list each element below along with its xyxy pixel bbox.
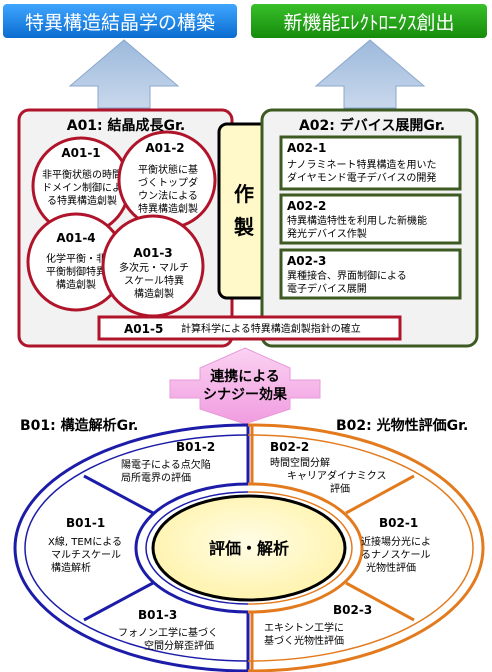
up-arrow-right-icon <box>314 39 426 109</box>
a01-1-line: る特異構造創製 <box>47 194 117 207</box>
a01-4-line: 化学平衡・非 <box>46 252 106 265</box>
b01-3-line: 空間分解歪評価 <box>144 639 214 652</box>
fabrication-char: 作 <box>234 182 254 206</box>
a01-1-line: ドメイン制御によ <box>42 181 122 194</box>
a02-2-line: 特異構造特性を利用した新機能 <box>287 214 427 227</box>
banner-left-text: 特異構造結晶学の構築 <box>25 12 215 34</box>
b01-1-line: 構造解析 <box>51 561 91 574</box>
synergy-line: 連携による <box>210 368 280 385</box>
a02-1-id: A02-1 <box>287 141 326 155</box>
b01-ring <box>13 423 248 672</box>
b01-3-line: フォノン工学に基づく <box>118 626 218 639</box>
b02-2-line: 時間空間分解 <box>270 456 330 469</box>
a01-4-line: 構造創製 <box>56 278 96 291</box>
a01-5-bar: A01-5 計算科学による特異構造創製指針の確立 <box>97 315 402 341</box>
a01-4-id: A01-4 <box>56 231 95 245</box>
b01-1-id: B01-1 <box>66 516 105 530</box>
center-label: 評価・解析 <box>209 539 289 558</box>
b01-1-line: X線, TEMによる <box>48 535 122 548</box>
b01-2-id: B01-2 <box>176 440 215 454</box>
a01-5-id: A01-5 <box>124 322 163 336</box>
fabrication-char: 製 <box>234 215 254 239</box>
a02-1-box: A02-1 ナノラミネート特異構造を用いた ダイヤモンド電子デバイスの開発 <box>279 135 462 191</box>
b02-1-line: るナノスケール <box>361 549 431 561</box>
a01-2-line: づくトップダ <box>138 176 198 189</box>
a02-group: A02: デバイス展開Gr. A02-1 ナノラミネート特異構造を用いた ダイヤ… <box>260 108 479 348</box>
b02-title: B02: 光物性評価Gr. <box>336 417 468 434</box>
a02-1-line: ナノラミネート特異構造を用いた <box>287 158 437 171</box>
a01-1-id: A01-1 <box>61 146 100 160</box>
a01-2-line: ウン法による <box>138 189 198 202</box>
a02-2-line: 発光デバイス作製 <box>287 227 367 240</box>
a01-2-id: A01-2 <box>145 141 184 155</box>
b01-2-segment: B01-2 陽電子による点欠陥 局所電界の評価 <box>121 440 215 484</box>
a01-3-line: スケール特異 <box>124 275 184 287</box>
double-arrow-icon <box>169 347 321 425</box>
center-evaluation: 評価・解析 <box>151 494 347 602</box>
b02-3-line: エキシトン工学に <box>264 621 344 634</box>
b02-3-id: B02-3 <box>333 603 372 617</box>
b01-2-line: 局所電界の評価 <box>121 471 191 484</box>
b02-2-id: B02-2 <box>270 440 309 454</box>
a01-4-line: 平衡制御特異 <box>46 265 106 278</box>
a01-1-line: 非平衡状態の時間 <box>42 168 122 181</box>
a01-group: A01: 結晶成長Gr. A01-1 非平衡状態の時間 ドメイン制御によ る特異… <box>17 108 234 348</box>
b01-2-line: 陽電子による点欠陥 <box>121 458 211 471</box>
a02-3-id: A02-3 <box>287 254 326 268</box>
b01-divider <box>83 581 154 622</box>
b02-2-line: キャリアダイナミクス <box>287 469 387 482</box>
b02-1-id: B02-1 <box>379 516 418 530</box>
a01-3-circle: A01-3 多次元・マルチ スケール特異 構造創製 <box>101 214 205 318</box>
up-arrow-left-icon <box>68 39 180 109</box>
a01-3-line: 構造創製 <box>134 287 174 300</box>
b01-1-line: マルチスケール <box>51 549 121 561</box>
fabrication-box: 作 製 <box>217 122 271 300</box>
b01-1-segment: B01-1 X線, TEMによる マルチスケール 構造解析 <box>48 516 122 574</box>
banner-new-electronics: 新機能ｴﾚｸﾄﾛﾆｸｽ創出 <box>251 4 487 38</box>
a02-3-box: A02-3 異種接合、界面制御による 電子デバイス展開 <box>279 248 462 300</box>
b02-3-line: 基づく光物性評価 <box>264 634 344 647</box>
a02-2-box: A02-2 特異構造特性を利用した新機能 発光デバイス作製 <box>279 193 462 245</box>
b01-3-segment: B01-3 フォノン工学に基づく 空間分解歪評価 <box>118 608 218 652</box>
b02-1-line: 光物性評価 <box>366 561 416 574</box>
a01-title: A01: 結晶成長Gr. <box>67 117 186 134</box>
synergy-arrow: 連携による シナジー効果 <box>169 347 321 425</box>
b02-2-segment: B02-2 時間空間分解 キャリアダイナミクス 評価 <box>270 440 387 495</box>
banner-structure-crystallography: 特異構造結晶学の構築 <box>3 4 237 38</box>
a02-3-line: 異種接合、界面制御による <box>287 269 407 282</box>
a01-5-text: 計算科学による特異構造創製指針の確立 <box>181 322 361 335</box>
b02-1-line: 近接場分光によ <box>361 535 431 548</box>
b02-3-segment: B02-3 エキシトン工学に 基づく光物性評価 <box>264 603 372 647</box>
synergy-line: シナジー効果 <box>203 386 288 403</box>
a02-1-line: ダイヤモンド電子デバイスの開発 <box>287 171 436 184</box>
b02-divider <box>345 581 415 622</box>
b02-ring <box>248 423 485 672</box>
a01-3-id: A01-3 <box>133 246 172 260</box>
b02-2-line: 評価 <box>330 482 350 495</box>
a02-title: A02: デバイス展開Gr. <box>299 117 445 134</box>
a01-3-line: 多次元・マルチ <box>119 261 189 274</box>
a01-2-line: 平衡状態に基 <box>138 163 198 176</box>
b02-1-segment: B02-1 近接場分光によ るナノスケール 光物性評価 <box>361 516 431 574</box>
banner-right-text: 新機能ｴﾚｸﾄﾛﾆｸｽ創出 <box>283 12 454 34</box>
b01-divider <box>83 474 154 515</box>
b02-divider <box>345 474 415 515</box>
b01-title: B01: 構造解析Gr. <box>20 417 138 434</box>
b01-3-id: B01-3 <box>138 608 177 622</box>
a01-2-line: 特異構造創製 <box>138 202 198 215</box>
a01-2-circle: A01-2 平衡状態に基 づくトップダ ウン法による 特異構造創製 <box>117 130 217 230</box>
a02-2-id: A02-2 <box>287 199 326 213</box>
a02-3-line: 電子デバイス展開 <box>287 282 367 295</box>
